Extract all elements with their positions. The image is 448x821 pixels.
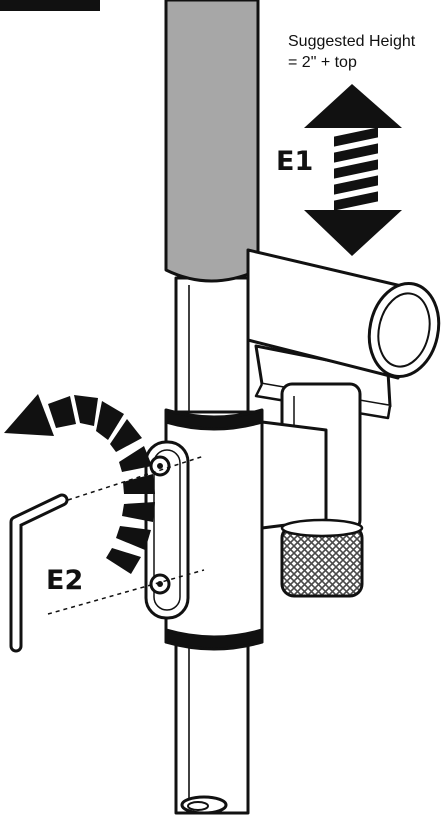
height-arrow-head-up bbox=[304, 84, 402, 128]
height-arrow-stripe bbox=[334, 175, 378, 194]
height-arrow-stripe bbox=[334, 127, 378, 146]
height-arrow-head-down bbox=[304, 210, 402, 256]
height-arrow-stripe bbox=[334, 191, 378, 210]
rotation-arrow-segment bbox=[106, 548, 141, 574]
clamp-screw-lower bbox=[151, 575, 169, 593]
rotation-arrow-segment bbox=[116, 526, 151, 550]
rotation-arrow bbox=[4, 394, 155, 574]
rotation-arrow-head bbox=[4, 394, 54, 436]
suggested-height-line-2: = 2" + top bbox=[288, 54, 357, 71]
rotation-arrow-segment bbox=[48, 396, 76, 428]
callout-e1: E1 bbox=[276, 146, 313, 177]
clamp-collar bbox=[146, 410, 262, 649]
suggested-height-line-1: Suggested Height bbox=[288, 33, 416, 50]
height-arrow-stripe bbox=[334, 143, 378, 162]
outer-sleeve bbox=[166, 0, 258, 281]
corner-block bbox=[0, 0, 100, 11]
rotation-arrow-segment bbox=[122, 502, 155, 522]
rotation-arrow-segment bbox=[74, 395, 98, 426]
support-pole bbox=[166, 0, 258, 813]
side-bracket bbox=[262, 422, 326, 528]
height-arrow-stripe bbox=[334, 159, 378, 178]
knob-assembly bbox=[262, 384, 362, 596]
callout-e2: E2 bbox=[46, 565, 83, 596]
height-arrow bbox=[304, 84, 402, 256]
